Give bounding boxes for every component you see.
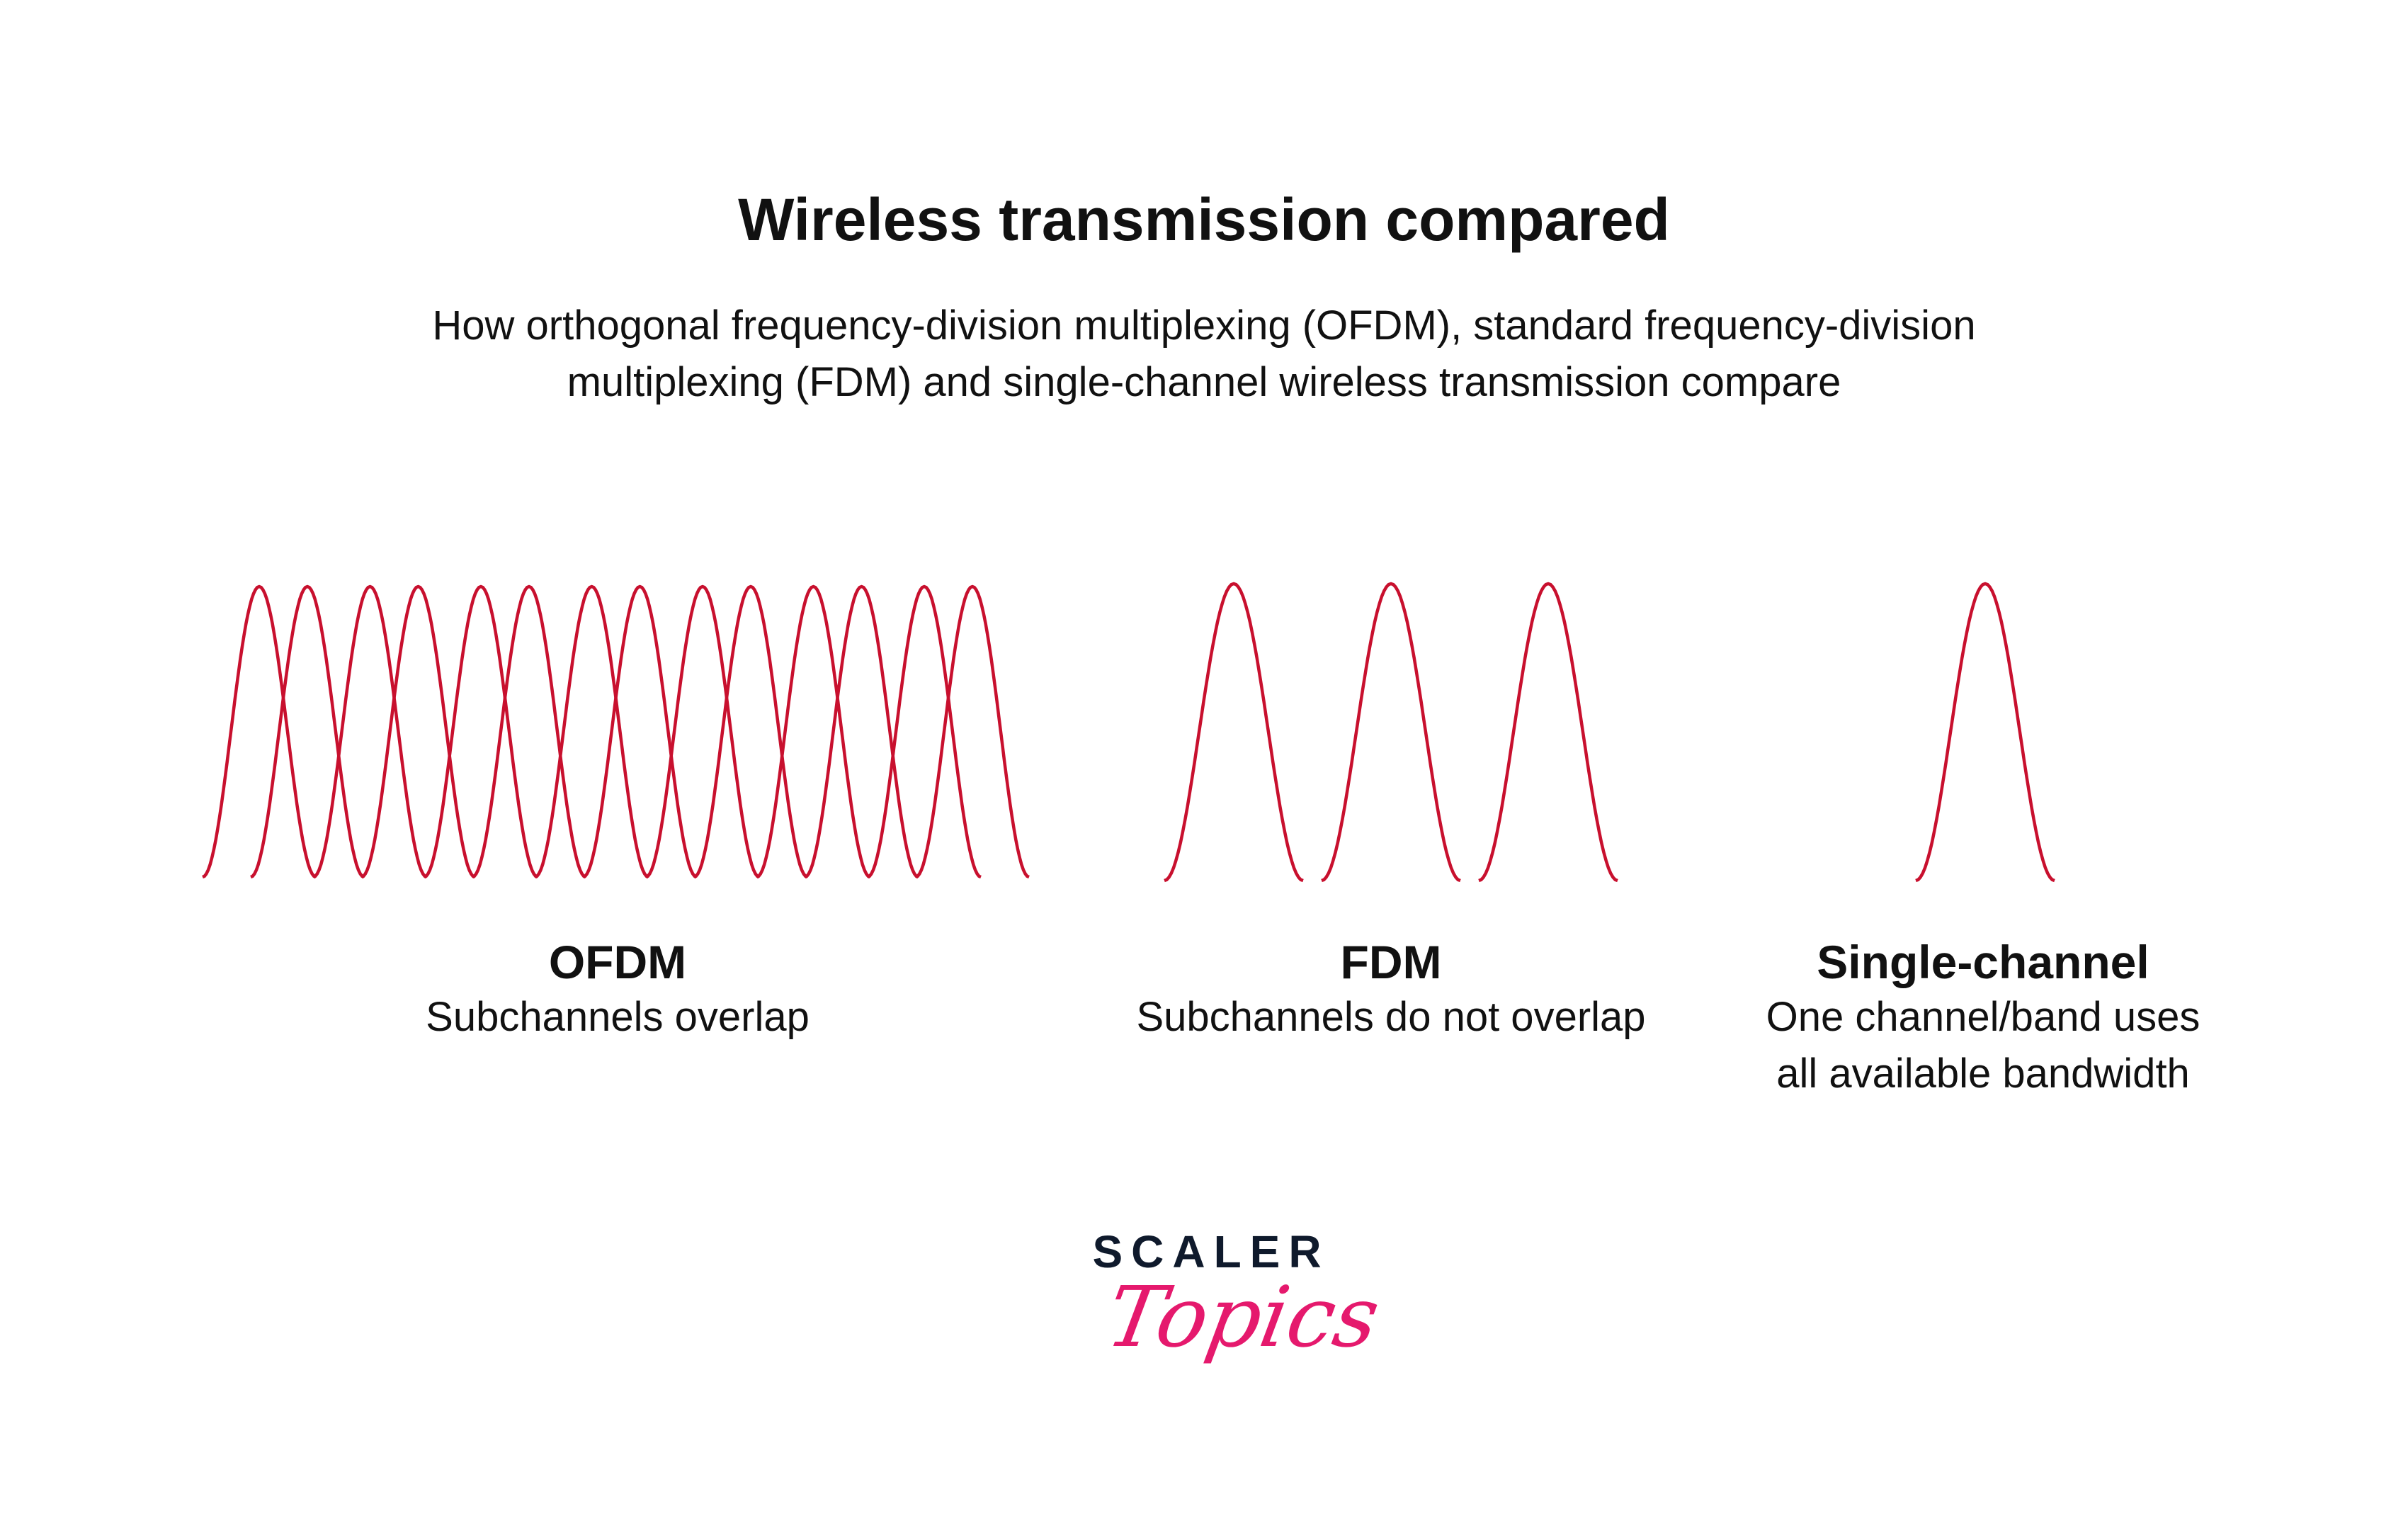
ofdm-subchannel-curve [424,584,538,879]
ofdm-subchannel-curve [360,584,476,879]
ofdm-subchannel-curve [250,584,365,879]
ofdm-subchannel-curve [472,584,586,879]
ofdm-subchannel-curve [867,584,982,879]
ofdm-subchannel-curve [202,584,317,879]
page-title: Wireless transmission compared [738,186,1670,253]
logo-scaler-text: SCALER [1092,1226,1330,1277]
single-channel-caption: Single-channel One channel/band uses all… [1700,935,2266,1102]
single-channel-description: all available bandwidth [1776,1051,2190,1097]
ofdm-subchannel-curve [534,584,649,879]
logo-topics-text: Topics [1099,1268,1387,1366]
ofdm-subchannel-curve [915,584,1030,879]
fdm-description: Subchannels do not overlap [1136,994,1646,1040]
single-channel-curve [1915,582,2055,883]
scaler-topics-logo: SCALER Topics [1091,1226,1386,1410]
fdm-subchannel-curve [1321,582,1461,883]
fdm-curves [1164,582,1618,883]
ofdm-subchannel-curve [693,584,808,879]
ofdm-curves [202,584,1030,879]
ofdm-caption: OFDM Subchannels overlap [334,935,901,1046]
fdm-label: FDM [1340,936,1442,988]
ofdm-subchannel-curve [312,584,428,879]
fdm-caption: FDM Subchannels do not overlap [1037,935,1745,1046]
ofdm-subchannel-curve [645,584,760,879]
ofdm-label: OFDM [548,936,687,988]
page-subtitle: How orthogonal frequency-division multip… [283,298,2125,411]
ofdm-subchannel-curve [582,584,698,879]
ofdm-description: Subchannels overlap [426,994,810,1040]
fdm-subchannel-curve [1478,582,1618,883]
subtitle-line: multiplexing (FDM) and single-channel wi… [567,359,1841,405]
single-channel-label: Single-channel [1817,936,2149,988]
ofdm-subchannel-curve [804,584,919,879]
subtitle-line: How orthogonal frequency-division multip… [432,302,1976,349]
single-channel-description: One channel/band uses [1766,994,2200,1040]
fdm-subchannel-curve [1164,582,1304,883]
ofdm-subchannel-curve [756,584,871,879]
single-channel-band-curve [1915,582,2055,883]
